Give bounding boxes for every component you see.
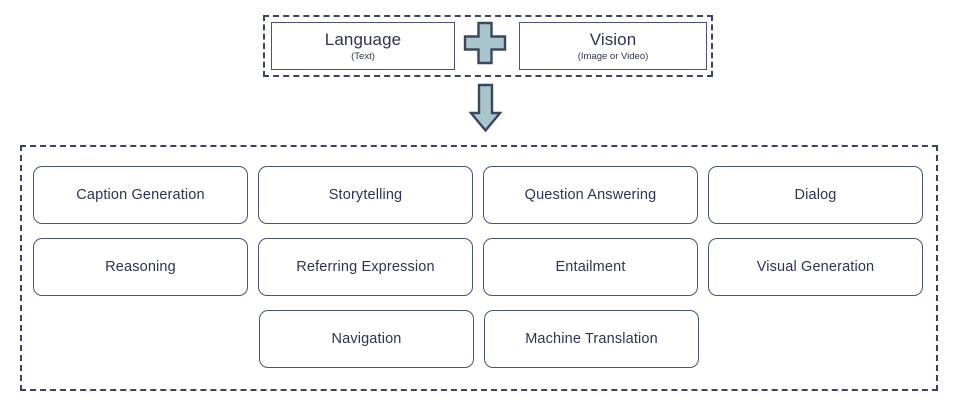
task-box-referring-expression[interactable]: Referring Expression <box>258 238 473 296</box>
task-box-reasoning[interactable]: Reasoning <box>33 238 248 296</box>
task-row-1: Caption Generation Storytelling Question… <box>22 166 936 224</box>
task-row-2: Reasoning Referring Expression Entailmen… <box>22 238 936 296</box>
tasks-group: Caption Generation Storytelling Question… <box>20 145 938 391</box>
modality-box-language[interactable]: Language (Text) <box>271 22 455 70</box>
modality-subtitle-vision: (Image or Video) <box>577 50 649 62</box>
task-box-machine-translation[interactable]: Machine Translation <box>484 310 699 368</box>
modality-title-vision: Vision <box>589 29 637 49</box>
plus-icon <box>463 21 507 65</box>
task-box-visual-generation[interactable]: Visual Generation <box>708 238 923 296</box>
down-arrow-icon <box>468 83 503 133</box>
task-box-storytelling[interactable]: Storytelling <box>258 166 473 224</box>
task-box-question-answering[interactable]: Question Answering <box>483 166 698 224</box>
modality-box-vision[interactable]: Vision (Image or Video) <box>519 22 707 70</box>
input-modalities-group: Language (Text) Vision (Image or Video) <box>263 15 713 77</box>
task-box-dialog[interactable]: Dialog <box>708 166 923 224</box>
task-row-3: Navigation Machine Translation <box>22 310 936 368</box>
modality-subtitle-language: (Text) <box>351 50 375 62</box>
modality-title-language: Language <box>324 29 402 49</box>
task-box-navigation[interactable]: Navigation <box>259 310 474 368</box>
task-box-caption-generation[interactable]: Caption Generation <box>33 166 248 224</box>
task-box-entailment[interactable]: Entailment <box>483 238 698 296</box>
